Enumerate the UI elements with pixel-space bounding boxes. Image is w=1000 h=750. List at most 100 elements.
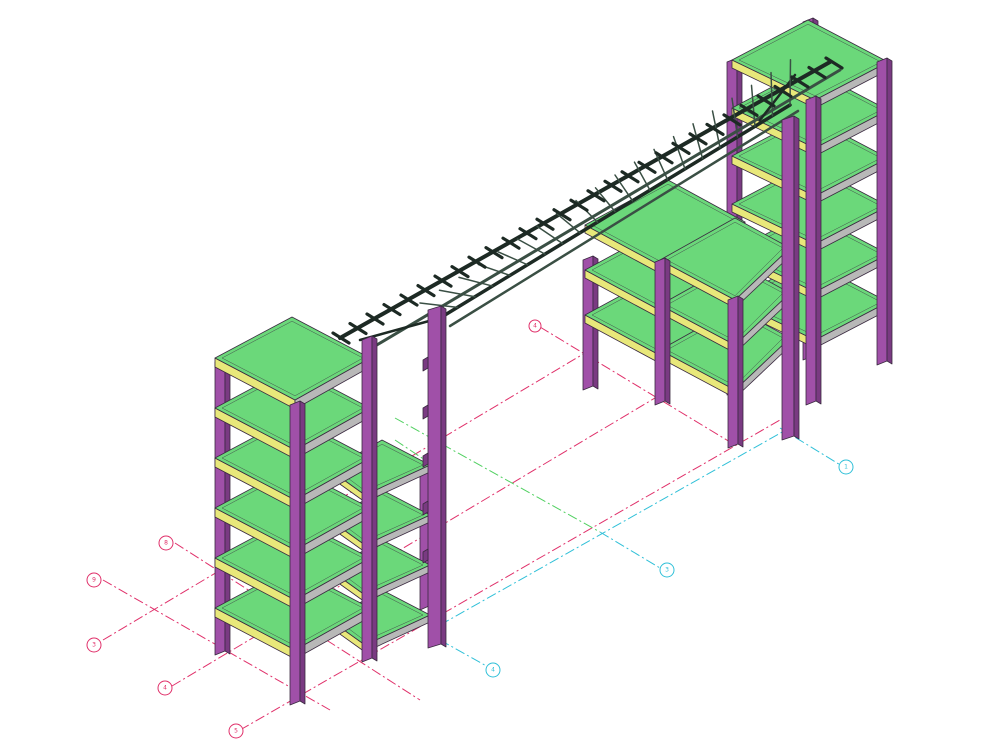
truss-joist xyxy=(484,246,504,260)
grid-bubble-label: 3 xyxy=(665,567,669,574)
grid-line-3 xyxy=(102,349,591,641)
truss-web-diagonal xyxy=(555,212,581,234)
truss-joist xyxy=(671,141,691,155)
grid-bubble-7: 1 xyxy=(838,459,854,475)
grid-bubble-5: 5 xyxy=(228,723,244,739)
grid-bubble-label: 4 xyxy=(533,323,537,330)
truss-end-diagonal-left xyxy=(358,316,442,342)
mid-block xyxy=(582,179,791,449)
truss-web-diagonal xyxy=(594,187,616,213)
right-support-column xyxy=(781,115,800,441)
grid-bubble-label: 1 xyxy=(844,464,848,471)
truss-joist xyxy=(620,170,640,184)
left-tower-slab-1-inner xyxy=(221,321,364,396)
truss-joist xyxy=(688,132,708,146)
truss-end-diagonal-right xyxy=(758,73,797,122)
truss-joist xyxy=(501,236,521,250)
truss-joist xyxy=(552,208,572,222)
middle-support-column-shaft-front xyxy=(427,305,442,649)
right-tower-slab-1-inner xyxy=(738,24,882,97)
truss-web-diagonal xyxy=(458,276,494,287)
truss-joist xyxy=(535,217,555,231)
right-tower-front-column-side xyxy=(815,95,822,405)
grid-line-6 xyxy=(539,326,736,446)
middle-support-column-shaft-side xyxy=(440,305,447,648)
truss-joist xyxy=(331,331,351,345)
truss-bottom-chord-front xyxy=(448,109,800,328)
mid-block-corner-column-front xyxy=(727,295,739,449)
truss-top-chord-back xyxy=(338,60,832,340)
middle-column-beam-stub xyxy=(422,452,429,468)
middle-column-beam-stub xyxy=(422,404,429,420)
truss-joist xyxy=(773,84,793,99)
grid-bubble-1: 8 xyxy=(158,535,174,551)
grid-bubble-9: 4 xyxy=(485,662,501,678)
grid-bubble-label: 4 xyxy=(491,667,495,674)
truss-web-diagonal xyxy=(750,84,756,128)
truss-joist xyxy=(382,302,402,317)
truss-joist xyxy=(450,265,470,279)
truss-joist xyxy=(433,274,453,288)
truss-joist xyxy=(467,255,487,269)
mid-block-bay-b-slab-1-inner xyxy=(666,221,784,296)
truss-web-diagonal xyxy=(419,302,459,309)
grid-line-9 xyxy=(599,531,661,569)
truss-web-diagonal xyxy=(731,97,739,138)
mid-block-front-column-front xyxy=(654,257,666,406)
truss-joist xyxy=(586,189,606,203)
truss-web-diagonal xyxy=(770,71,774,117)
left-tower-front-right-column-front xyxy=(289,400,301,706)
truss-joist xyxy=(756,94,776,108)
truss-joist xyxy=(722,113,742,127)
mid-block-front-column-side xyxy=(664,257,671,405)
grid-bubble-6: 4 xyxy=(528,319,542,333)
grid-bubble-8: 3 xyxy=(659,562,675,578)
truss-joist xyxy=(416,283,436,298)
truss-joist xyxy=(705,122,725,136)
middle-column-beam-stub xyxy=(422,548,429,564)
truss-joist xyxy=(824,56,844,70)
grid-line-8 xyxy=(439,639,491,669)
grid-bubble-label: 4 xyxy=(163,685,167,692)
truss-web-diagonal xyxy=(614,174,634,202)
truss-web-diagonal xyxy=(438,289,476,298)
truss-web-diagonal xyxy=(692,123,704,159)
truss-web-diagonal xyxy=(633,161,651,191)
grid-bubbles: 8 9 3 4 5 4 1 3 xyxy=(86,319,854,739)
right-tower-front-right-column-front xyxy=(876,57,888,366)
truss-web-diagonal xyxy=(672,135,686,170)
grid-line-5 xyxy=(239,419,781,731)
grid-bubble-label: 5 xyxy=(234,728,238,735)
grid-line-10 xyxy=(779,427,843,467)
mid-block-corner-column-side xyxy=(737,295,744,448)
left-tower-back-right-column-side xyxy=(371,335,378,662)
truss-joist xyxy=(399,293,419,307)
truss-joist xyxy=(654,151,674,165)
middle-column-beam-stub xyxy=(422,356,429,372)
truss-web-diagonal xyxy=(536,225,564,245)
right-tower-front-right-column-side xyxy=(886,57,893,365)
left-tower xyxy=(214,316,378,706)
grid-bubble-label: 3 xyxy=(92,642,96,649)
grid-bubble-4: 4 xyxy=(157,680,173,696)
right-support-column-shaft-side xyxy=(793,115,800,440)
right-support-column-shaft-front xyxy=(781,115,795,441)
grid-line-7 xyxy=(439,421,801,626)
middle-column-beam-stub xyxy=(422,500,429,516)
grid-bubble-3: 3 xyxy=(86,637,102,653)
grid-bubble-label: 9 xyxy=(92,577,96,584)
left-tower-slab-1-top xyxy=(214,316,371,401)
left-tower-back-right-column-front xyxy=(361,335,373,663)
truss-joist xyxy=(365,312,385,326)
truss-web-diagonal xyxy=(516,238,546,255)
truss-joist xyxy=(807,65,827,80)
grid-bubble-label: 8 xyxy=(164,540,168,547)
right-tower-front-column-front xyxy=(805,95,817,406)
truss-bridge xyxy=(331,56,844,354)
truss-web-diagonal xyxy=(497,251,529,266)
truss-joist xyxy=(518,227,538,241)
truss-joist xyxy=(569,198,589,212)
truss-web-diagonal xyxy=(789,59,792,106)
middle-support-column xyxy=(422,305,447,649)
